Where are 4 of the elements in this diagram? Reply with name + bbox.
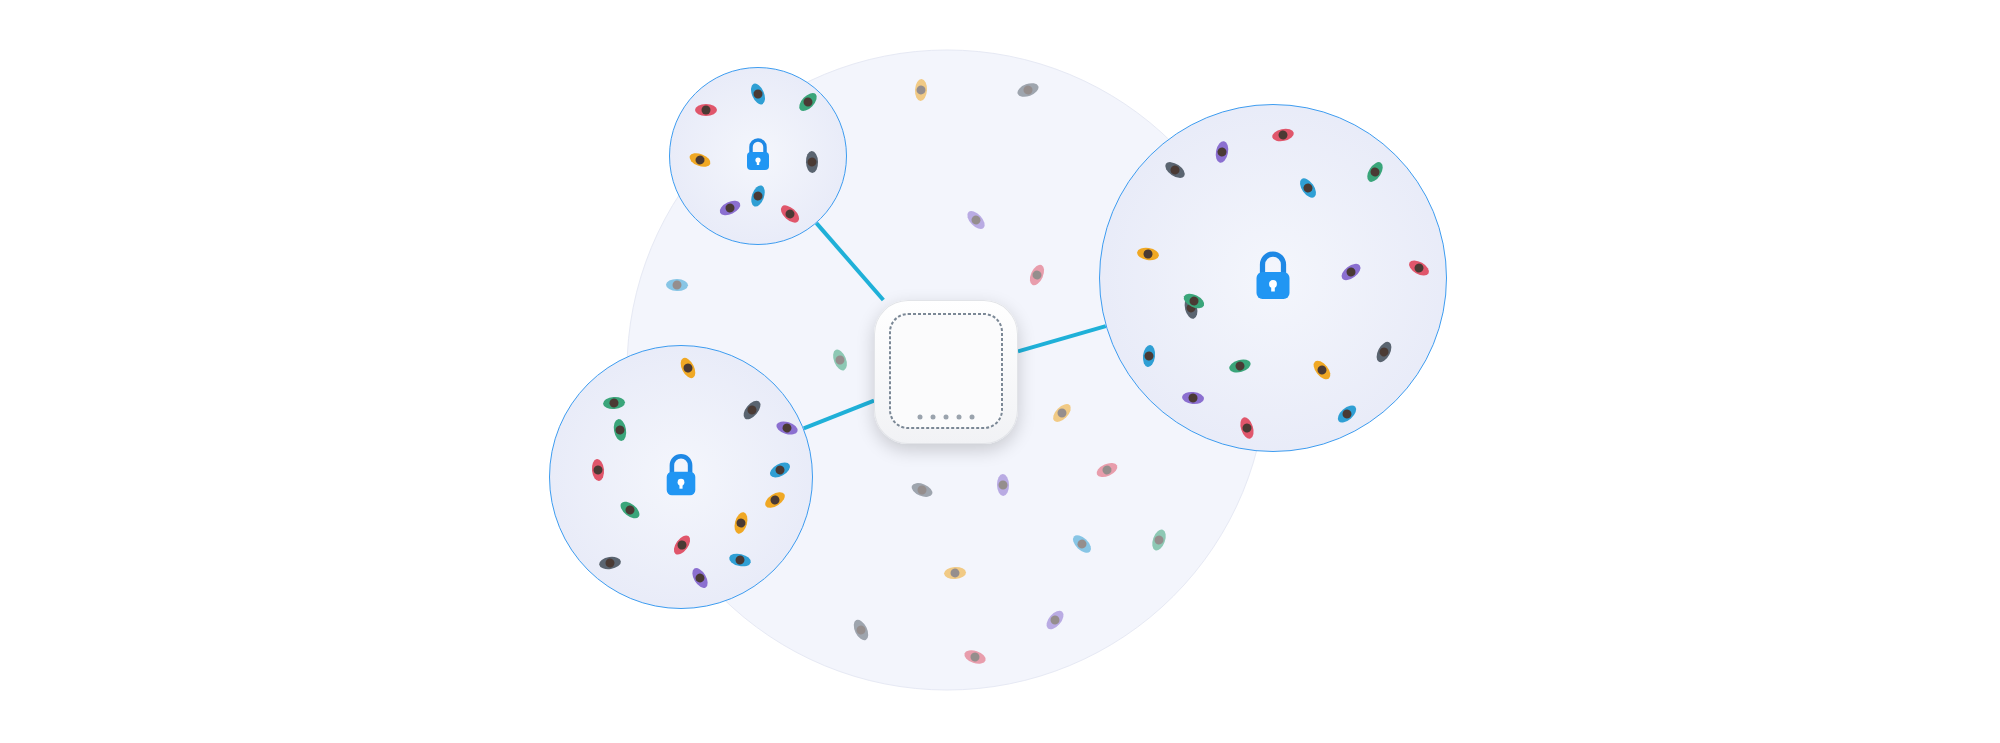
connector-line	[814, 221, 885, 302]
access-point-drawing	[874, 300, 1018, 444]
connector-line	[802, 398, 875, 431]
connector-line	[1017, 324, 1107, 354]
